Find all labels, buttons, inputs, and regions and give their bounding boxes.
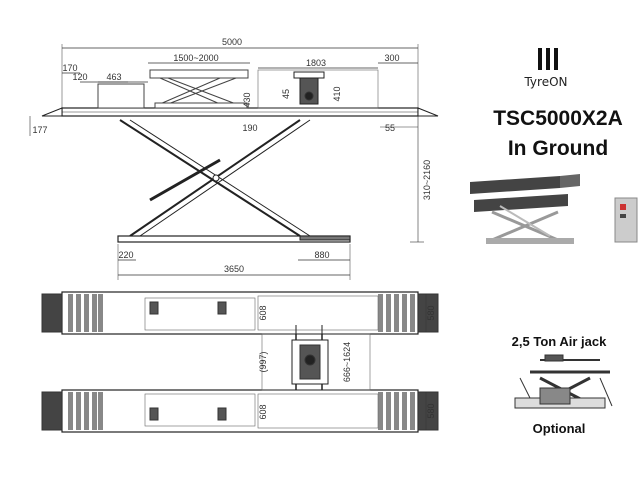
- dim-w-580-bottom: 580: [426, 403, 436, 418]
- brand-name: TyreON: [524, 75, 568, 89]
- dim-h-430: 430: [242, 92, 252, 107]
- dim-h-190: 190: [242, 123, 257, 133]
- dim-w-608-bottom: 608: [258, 404, 268, 419]
- accessory-label: 2,5 Ton Air jack: [511, 334, 607, 349]
- dim-h-410: 410: [332, 86, 342, 101]
- air-jack-image: [514, 354, 613, 409]
- tyreon-logo-mark: [538, 48, 558, 75]
- dim-base-880: 880: [314, 250, 329, 260]
- top-view: [41, 291, 439, 433]
- dim-w-580-top: 580: [426, 305, 436, 320]
- side-view: [29, 44, 439, 280]
- dim-jack-width: 1803: [306, 58, 326, 68]
- side-view-labels: 5000 1500~2000 1803 300 170 120 463 430 …: [32, 37, 432, 274]
- dim-left-120: 120: [72, 72, 87, 82]
- dim-w-666-1624: 666~1624: [342, 342, 352, 382]
- dim-base-220: 220: [118, 250, 133, 260]
- dim-left-170: 170: [62, 63, 77, 73]
- dim-lift-height: 310~2160: [422, 160, 432, 200]
- dim-overall-length: 5000: [222, 37, 242, 47]
- accessory-note: Optional: [532, 421, 586, 436]
- dim-right-55: 55: [385, 123, 395, 133]
- dim-platform-travel: 1500~2000: [173, 53, 218, 63]
- product-subtitle: In Ground: [507, 137, 609, 160]
- dim-w-997: (997): [258, 351, 268, 372]
- dim-left-177: 177: [32, 125, 47, 135]
- dim-right-ext: 300: [384, 53, 399, 63]
- dim-base-length: 3650: [224, 264, 244, 274]
- dim-w-608-top: 608: [258, 305, 268, 320]
- top-view-labels: 608 (997) 666~1624 608 580 580: [258, 305, 436, 419]
- dim-h-45: 45: [281, 89, 291, 99]
- product-lift-image: [470, 174, 638, 244]
- product-model: TSC5000X2A: [493, 107, 623, 130]
- dim-block-463: 463: [106, 72, 121, 82]
